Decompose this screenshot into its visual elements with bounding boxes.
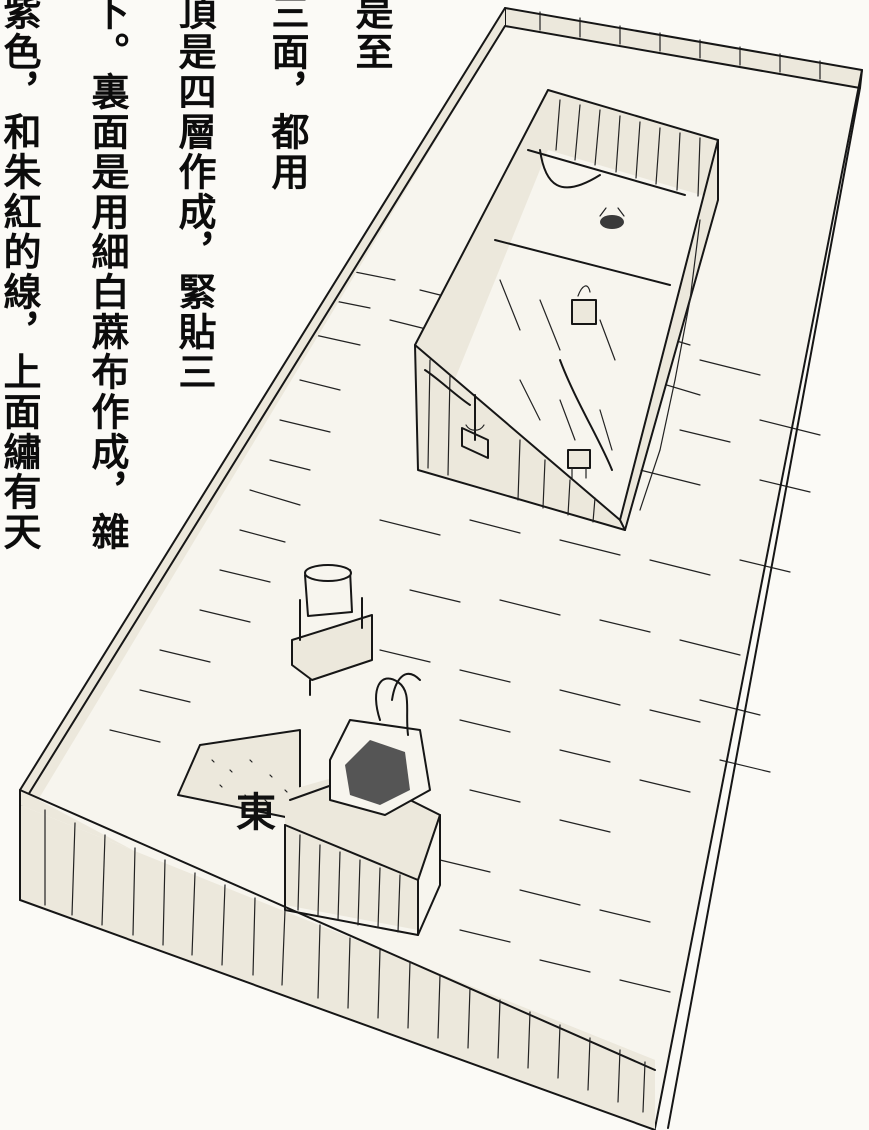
- text-column-2: 三面，都用: [265, 0, 309, 192]
- lampstand: [461, 394, 489, 459]
- direction-caption: 東: [236, 790, 276, 836]
- bronze-laver: [291, 564, 373, 696]
- courtyard-floor: [20, 8, 862, 1128]
- text-column-5: 紫色，和朱紅的線，上面繡有天: [0, 0, 41, 552]
- courtyard-fence: [19, 7, 863, 1130]
- tabernacle-tent: [414, 89, 719, 531]
- bronze-altar: [284, 672, 441, 936]
- ark-of-covenant: [599, 207, 625, 229]
- showbread-table: [567, 449, 591, 479]
- text-column-4: 下。裏面是用細白蔴布作成，雜: [85, 0, 129, 552]
- text-column-1: 是至: [349, 0, 393, 72]
- incense-altar: [571, 285, 597, 325]
- text-column-3: 頂是四層作成，緊貼三: [172, 0, 216, 392]
